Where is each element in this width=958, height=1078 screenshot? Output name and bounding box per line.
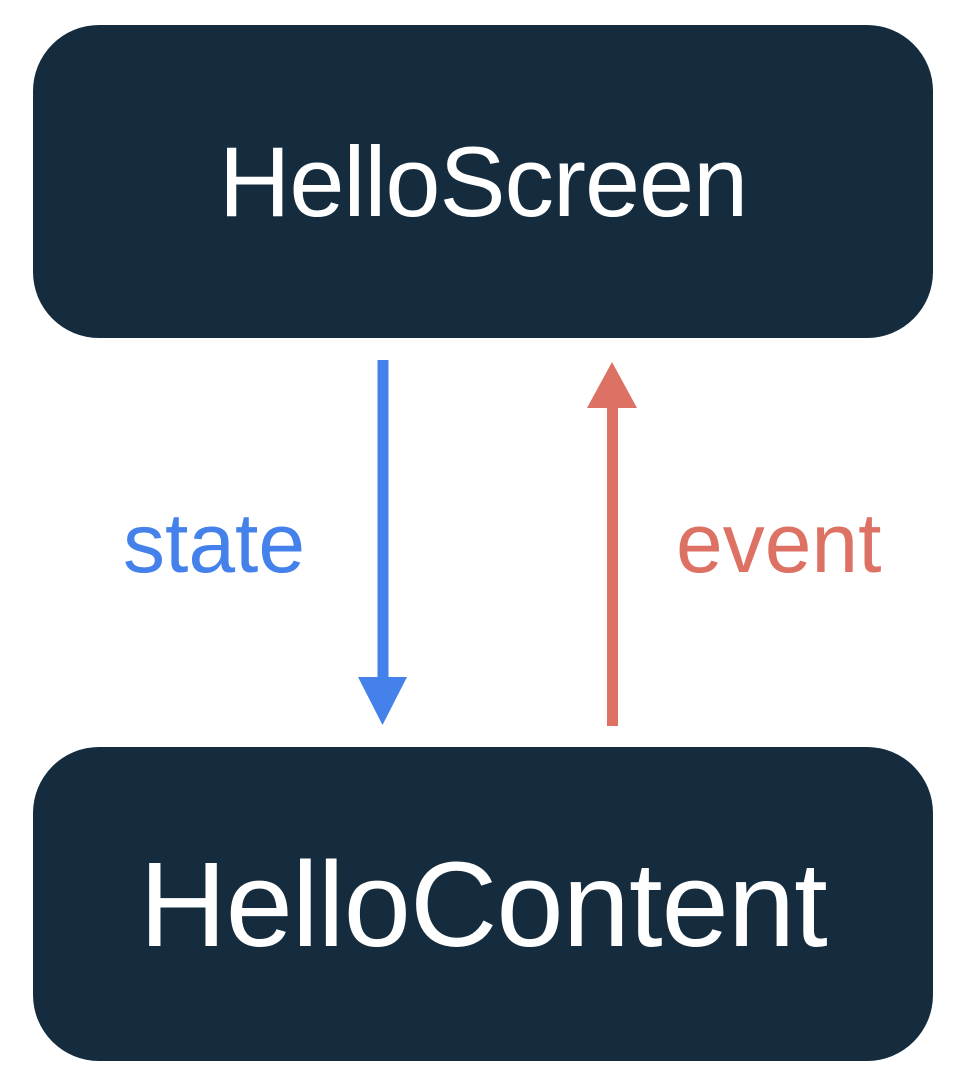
hello-content-label: HelloContent [139, 836, 828, 972]
state-arrow-down-icon [358, 360, 407, 725]
hello-screen-box: HelloScreen [33, 25, 933, 338]
hello-content-box: HelloContent [33, 747, 933, 1061]
event-flow-label: event [676, 496, 882, 590]
state-flow-label: state [123, 496, 306, 590]
event-arrow-up-icon [587, 362, 637, 726]
hello-screen-label: HelloScreen [218, 125, 748, 237]
